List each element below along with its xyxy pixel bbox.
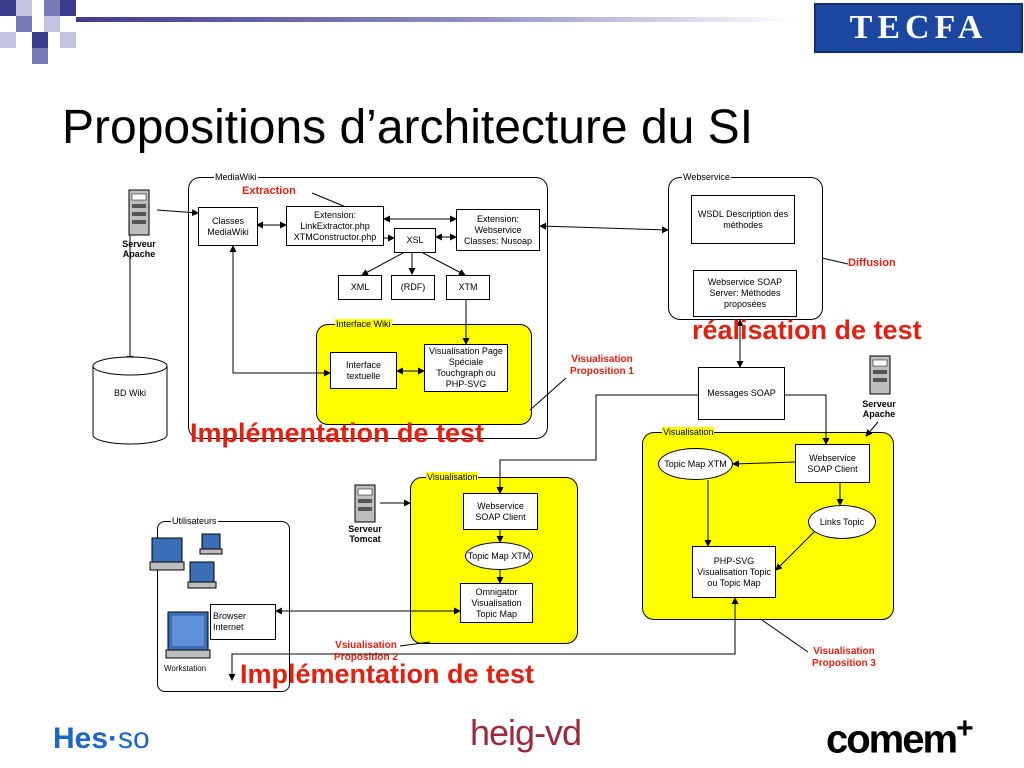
wsdl-box: WSDL Description des méthodes: [691, 195, 795, 244]
mediawiki-group-label: MediaWiki: [214, 172, 258, 182]
corner-square-4: [60, 0, 76, 16]
webservice-soap-server-box: Webservice SOAP Server: Méthodes proposé…: [693, 270, 797, 317]
hesso-logo-hes: Hes: [53, 722, 109, 755]
visualisation-center-group-label: Visualisation: [426, 472, 479, 482]
utilisateurs-group-label: Utilisateurs: [171, 516, 218, 526]
comem-logo: comem+: [826, 712, 974, 762]
bd-wiki-label: BD Wiki: [114, 388, 146, 398]
visualisation-right-group-label: Visualisation: [662, 427, 715, 437]
server-icon-apache-left: [128, 189, 150, 236]
extension-link-box: Extension: LinkExtractor.php XTMConstruc…: [286, 206, 384, 246]
extraction-annotation: Extraction: [242, 185, 296, 197]
corner-square-2: [16, 0, 32, 16]
topic-map-center-oval: Topic Map XTM: [465, 542, 533, 570]
workstation-label: Workstation: [164, 664, 207, 673]
impl-test-1-annotation: Implémentation de test: [190, 418, 485, 448]
corner-square-10: [32, 48, 48, 64]
hesso-logo: Hes·so: [53, 722, 150, 756]
computer-icon-2: [199, 533, 223, 555]
comem-logo-plus: +: [956, 712, 973, 745]
computer-icon-3: [187, 561, 217, 589]
impl-test-2-annotation: Implémentation de test: [240, 659, 535, 689]
visualisation-page-box: Visualisation Page Spéciale Touchgraph o…: [424, 344, 508, 392]
rdf-box: (RDF): [391, 275, 435, 300]
hesso-logo-dot: ·: [108, 722, 119, 755]
links-topic-oval: Links Topic: [808, 505, 876, 539]
xml-box: XML: [338, 275, 382, 300]
ws-client-center-box: Webservice SOAP Client: [463, 493, 538, 530]
webservice-group: [668, 177, 823, 320]
xtm-box: XTM: [446, 275, 490, 300]
hesso-logo-so: so: [118, 722, 150, 755]
corner-square-8: [32, 32, 48, 48]
corner-square-3: [44, 0, 60, 16]
omnigator-box: Omnigator Visualisation Topic Map: [460, 583, 533, 623]
visu-prop3-annotation: Visualisation Proposition 3: [812, 646, 876, 669]
visu-prop1-annotation: Visualisation Proposition 1: [570, 354, 634, 377]
heig-vd-logo: heig-vd: [470, 712, 582, 753]
classes-mediawiki-box: Classes MediaWiki: [198, 207, 258, 246]
workstation-icon: [165, 611, 211, 659]
corner-square-1: [0, 0, 16, 16]
ws-client-right-box: Webservice SOAP Client: [795, 444, 870, 483]
corner-square-7: [0, 32, 16, 48]
server-apache-right-label: Serveur Apache: [862, 399, 896, 419]
extension-webservice-box: Extension: Webservice Classes: Nusoap: [456, 209, 540, 251]
slide-title: Propositions d’architecture du SI: [62, 101, 754, 154]
interface-wiki-group-label: Interface Wiki: [335, 319, 392, 329]
webservice-group-label: Webservice: [682, 172, 731, 182]
header-rule: [76, 17, 796, 22]
computer-icon-1: [149, 537, 185, 571]
messages-soap-box: Messages SOAP: [698, 367, 785, 420]
server-icon-tomcat: [354, 484, 376, 523]
tecfa-logo: TECFA: [814, 3, 1023, 53]
comem-logo-text: comem: [826, 717, 958, 762]
browser-internet-box: Browser Internet: [210, 604, 276, 640]
server-apache-left-label: Serveur Apache: [122, 239, 156, 259]
corner-square-5: [16, 16, 32, 32]
corner-square-6: [44, 16, 60, 32]
visu-prop2-annotation: Vsiualisation Proposition 2: [334, 640, 398, 663]
server-icon-apache-right: [869, 355, 891, 395]
corner-square-9: [60, 32, 76, 48]
realisation-test-annotation: réalisation de test: [692, 315, 922, 345]
server-tomcat-label: Serveur Tomcat: [348, 524, 382, 544]
diffusion-annotation: Diffusion: [848, 257, 896, 269]
xsl-box: XSL: [394, 228, 436, 253]
mediawiki-group: [188, 177, 548, 439]
topic-map-right-oval: Topic Map XTM: [658, 448, 733, 480]
php-svg-box: PHP-SVG Visualisation Topic ou Topic Map: [692, 546, 776, 598]
interface-textuelle-box: Interface textuelle: [330, 352, 397, 389]
